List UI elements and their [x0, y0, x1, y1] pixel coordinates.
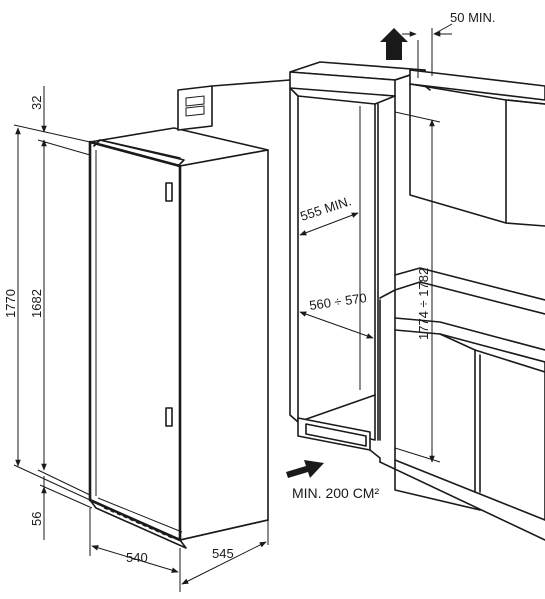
- right-arrow-icon: [286, 460, 324, 478]
- label-top-clearance: 50 MIN.: [450, 10, 496, 25]
- fridge-footprint-dimensions: [89, 508, 269, 592]
- fridge-appliance: [88, 127, 269, 549]
- kitchen-niche: [177, 61, 545, 541]
- airflow-arrows: [286, 28, 408, 478]
- label-base-height: 56: [29, 512, 44, 526]
- label-niche-depth: 555 MIN.: [298, 193, 353, 224]
- label-total-height: 1770: [3, 289, 18, 318]
- up-arrow-icon: [380, 28, 408, 60]
- label-top-gap: 32: [29, 96, 44, 110]
- niche-dimensions: [299, 23, 453, 463]
- label-niche-height: 1774 ÷ 1782: [416, 268, 431, 340]
- label-ventilation: MIN. 200 CM²: [292, 485, 379, 501]
- ventilation-grille: [305, 423, 367, 447]
- lower-hinge: [165, 407, 173, 427]
- label-niche-width: 560 ÷ 570: [308, 290, 367, 313]
- label-door-height: 1682: [29, 289, 44, 318]
- upper-hinge: [165, 182, 173, 202]
- label-width: 545: [212, 546, 234, 561]
- fridge-height-dimensions: [13, 86, 93, 540]
- label-depth: 540: [126, 550, 148, 565]
